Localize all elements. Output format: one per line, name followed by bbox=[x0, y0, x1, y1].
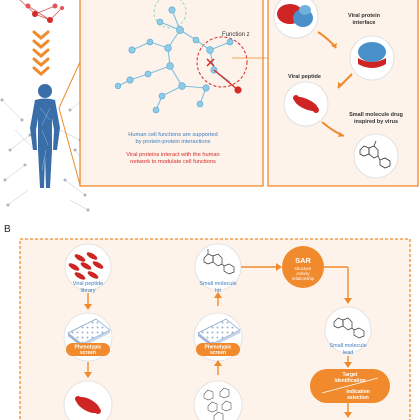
viral-protein-interface-line-2: interface bbox=[353, 20, 376, 26]
peptide-library-image bbox=[68, 252, 104, 280]
phenotypic-screen-1-line-1: Phenotypic bbox=[75, 345, 102, 351]
sar-title: SAR bbox=[295, 256, 311, 265]
phenotypic-screen-1-line-2: screen bbox=[80, 350, 96, 356]
drug-derivation-panel: Viral protein interface Viral peptide Sm… bbox=[267, 0, 419, 187]
target-identification-line-1: Target bbox=[343, 372, 358, 378]
small-molecule-lead-label-line-2: lead bbox=[343, 350, 353, 356]
protein-interface-image bbox=[358, 42, 386, 68]
column-sar-lead: SAR structure activity relationship Smal… bbox=[282, 246, 390, 418]
red-caption-line-1: Viral proteins interact with the human bbox=[126, 152, 219, 158]
human-network-illustration bbox=[0, 61, 92, 212]
phenotypic-screen-2-line-1: Phenotypic bbox=[205, 345, 232, 351]
sar-sub-line-1: structure bbox=[295, 266, 312, 271]
small-molecule-lead-structure-icon bbox=[333, 317, 365, 339]
small-molecule-hit-label-line-1: Small molecule bbox=[199, 281, 236, 287]
small-molecule-structure-icon bbox=[359, 140, 391, 169]
selected-peptide-image bbox=[75, 396, 101, 414]
drug-label-line-2: inspired by virus bbox=[354, 119, 398, 125]
compound-library-structures-icon bbox=[203, 387, 232, 420]
peptide-library-label-line-1: Viral peptide bbox=[73, 281, 103, 287]
down-chevrons bbox=[32, 30, 50, 76]
disruption-cross-icon bbox=[206, 58, 215, 67]
indication-selection-line-1: Indication bbox=[346, 389, 370, 395]
top-network-fragment bbox=[19, 0, 64, 23]
small-molecule-hit-structure-icon bbox=[203, 249, 235, 275]
small-molecule-hit-label-line-2: hit bbox=[215, 288, 221, 294]
column-peptide-screen: Viral peptide library Phenotypic screen bbox=[63, 243, 113, 420]
viral-protein-interface-line-1: Viral protein bbox=[348, 13, 381, 19]
blue-caption-line-2: by protein-protein interactions bbox=[136, 139, 211, 145]
protein-complex-image bbox=[277, 4, 313, 27]
small-molecule-lead-label-line-1: Small molecule bbox=[329, 343, 366, 349]
panel-b-letter: B bbox=[4, 224, 11, 235]
viral-peptide-label: Viral peptide bbox=[288, 74, 321, 80]
blue-caption-line-1: Human cell functions are supported bbox=[128, 132, 217, 138]
peptide-library-label-line-2: library bbox=[81, 288, 96, 294]
function-z-label: Function z bbox=[222, 32, 250, 38]
drug-label-line-1: Small molecule drug bbox=[349, 112, 403, 118]
column-small-molecule-screen: Small molecule hit Phenotypic screen bbox=[193, 243, 243, 420]
phenotypic-screen-2-line-2: screen bbox=[210, 350, 226, 356]
protein-network-panel: Function z Human cell functions are supp… bbox=[79, 0, 268, 187]
red-caption-line-2: network to modulate cell functions bbox=[130, 159, 216, 165]
viral-peptide-image bbox=[293, 95, 319, 113]
indication-selection-line-2: selection bbox=[347, 395, 369, 401]
sar-sub-line-3: relationship bbox=[292, 276, 315, 281]
target-identification-line-2: identification bbox=[334, 378, 365, 384]
sar-sub-line-2: activity bbox=[296, 271, 310, 276]
